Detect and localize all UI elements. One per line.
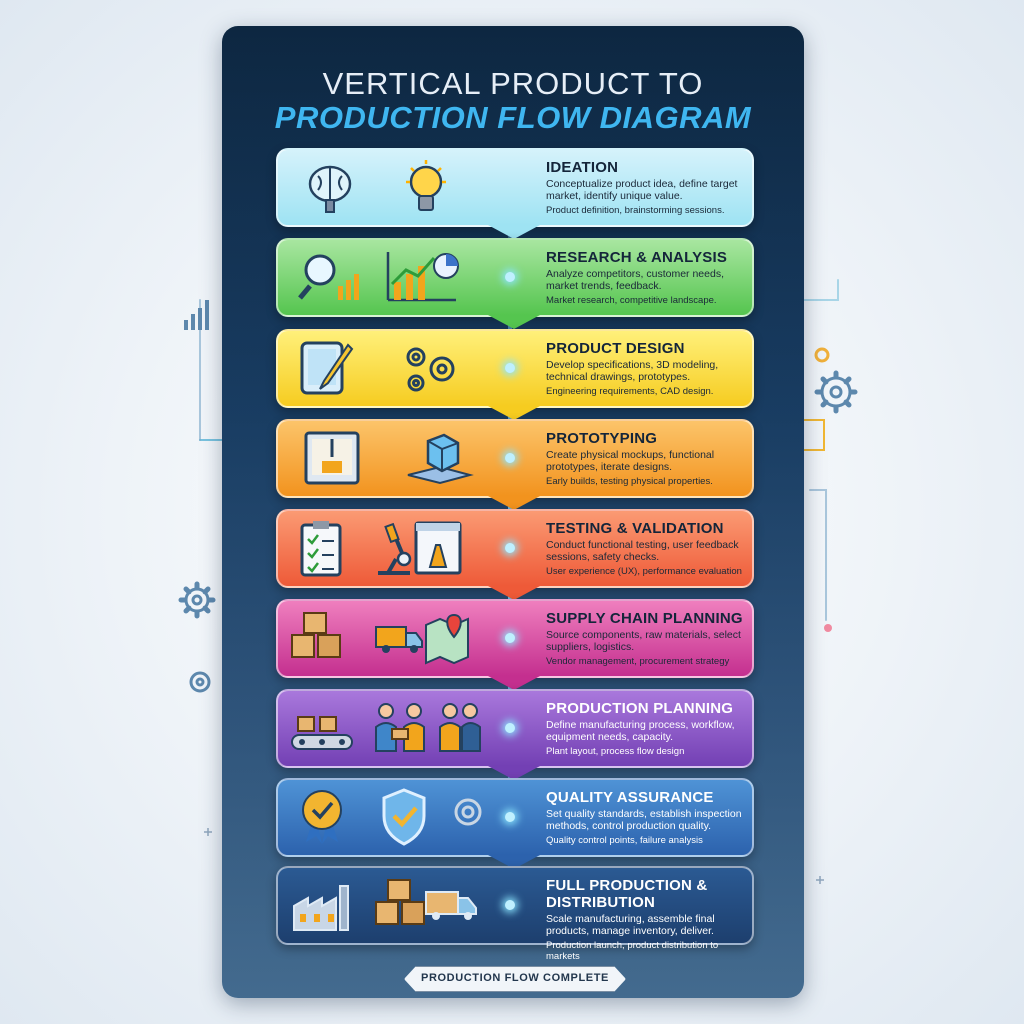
stage-icons	[286, 517, 516, 583]
magnifier-chart-icon	[298, 254, 359, 300]
flow-node	[505, 363, 515, 373]
stage-title: PRODUCT DESIGN	[546, 340, 685, 357]
tablet-pen-icon	[300, 341, 354, 395]
stage-card: IDEATION Conceptualize product idea, defi…	[276, 148, 754, 239]
gears-icon	[406, 347, 455, 392]
truck-icon	[375, 626, 423, 653]
stage-card: PROTOTYPING Create physical mockups, func…	[276, 419, 754, 510]
flow-complete-banner: PRODUCTION FLOW COMPLETE	[404, 966, 626, 992]
title-line-2: PRODUCTION FLOW DIAGRAM	[274, 100, 752, 135]
stage-note: Production launch, product distribution …	[546, 940, 719, 962]
stage-icons	[286, 786, 516, 852]
lightbulb-icon	[406, 160, 446, 211]
stage-arrow-notch	[488, 225, 540, 239]
stage-icons	[286, 246, 516, 312]
stage-card: QUALITY ASSURANCE Set quality standards, …	[276, 778, 754, 869]
stage-arrow-notch	[488, 586, 540, 600]
engineers-icon	[439, 703, 481, 752]
stage-note: Early builds, testing physical propertie…	[546, 476, 713, 487]
conveyor-icon	[291, 716, 353, 750]
flow-node	[505, 723, 515, 733]
stage-description: Source components, raw materials, select…	[546, 629, 741, 653]
stage-arrow-notch	[488, 766, 540, 780]
stage-note: Quality control points, failure analysis	[546, 835, 703, 846]
stage-icons	[286, 607, 516, 673]
stage-title: QUALITY ASSURANCE	[546, 789, 714, 806]
flow-node	[505, 633, 515, 643]
stage-arrow-notch	[488, 676, 540, 690]
microscope-icon	[378, 522, 412, 575]
stage-arrow-notch	[488, 855, 540, 869]
stage-title: RESEARCH & ANALYSIS	[546, 249, 728, 266]
lab-screen-icon	[414, 521, 462, 575]
quality-badge-icon	[302, 790, 342, 844]
delivery-truck-icon	[425, 891, 477, 920]
stage-note: Plant layout, process flow design	[546, 746, 685, 757]
stage-description: Set quality standards, establish inspect…	[546, 808, 742, 832]
stage-description: Scale manufacturing, assemble final prod…	[546, 913, 715, 937]
flow-node	[505, 453, 515, 463]
stage-note: Product definition, brainstorming sessio…	[546, 205, 725, 216]
stage-note: Engineering requirements, CAD design.	[546, 386, 714, 397]
map-pin-icon	[425, 613, 469, 665]
boxes-icon	[291, 612, 341, 658]
stage-description: Develop specifications, 3D modeling, tec…	[546, 359, 719, 383]
stage-note: Market research, competitive landscape.	[546, 295, 717, 306]
stage-note: Vendor management, procurement strategy	[546, 656, 730, 667]
stage-title: PRODUCTION PLANNING	[546, 700, 734, 717]
stage-icons	[286, 337, 516, 403]
stage-icons	[286, 427, 516, 493]
growth-chart-icon	[386, 252, 459, 302]
stage-arrow-notch	[488, 406, 540, 420]
stage-arrow-notch	[488, 315, 540, 329]
gear-icon	[454, 798, 482, 826]
title-line-1: VERTICAL PRODUCT TO	[322, 66, 704, 101]
stage-card: SUPPLY CHAIN PLANNING Source components, …	[276, 599, 754, 690]
flow-node	[505, 543, 515, 553]
stage-card: PRODUCT DESIGN Develop specifications, 3D…	[276, 329, 754, 420]
workers-icon	[375, 703, 425, 752]
flow-node	[505, 900, 515, 910]
stage-description: Conceptualize product idea, define targe…	[546, 178, 738, 202]
stage-description: Define manufacturing process, workflow, …	[546, 719, 735, 743]
cube-icon	[407, 433, 474, 485]
flow-node	[505, 272, 515, 282]
stage-title: IDEATION	[546, 159, 619, 176]
stage-description: Conduct functional testing, user feedbac…	[546, 539, 739, 563]
checklist-icon	[300, 521, 342, 577]
stage-title: TESTING & VALIDATION	[546, 520, 724, 537]
boxes-icon	[375, 879, 425, 925]
stage-description: Analyze competitors, customer needs, mar…	[546, 268, 724, 292]
stage-icons	[286, 156, 516, 222]
flow-node	[505, 812, 515, 822]
brain-icon	[308, 165, 352, 213]
stage-title: FULL PRODUCTION & DISTRIBUTION	[546, 877, 708, 911]
stage-note: User experience (UX), performance evalua…	[546, 566, 742, 577]
stage-description: Create physical mockups, functional prot…	[546, 449, 715, 473]
stage-card: PRODUCTION PLANNING Define manufacturing …	[276, 689, 754, 780]
stage-icons	[286, 697, 516, 763]
stage-card: RESEARCH & ANALYSIS Analyze competitors, …	[276, 238, 754, 329]
stage-icons	[286, 874, 516, 940]
stage-title: PROTOTYPING	[546, 430, 658, 447]
factory-icon	[293, 885, 349, 931]
stage-card: TESTING & VALIDATION Conduct functional t…	[276, 509, 754, 600]
shield-check-icon	[382, 788, 426, 846]
stage-title: SUPPLY CHAIN PLANNING	[546, 610, 743, 627]
3d-printer-icon	[304, 431, 360, 485]
stage-arrow-notch	[488, 496, 540, 510]
